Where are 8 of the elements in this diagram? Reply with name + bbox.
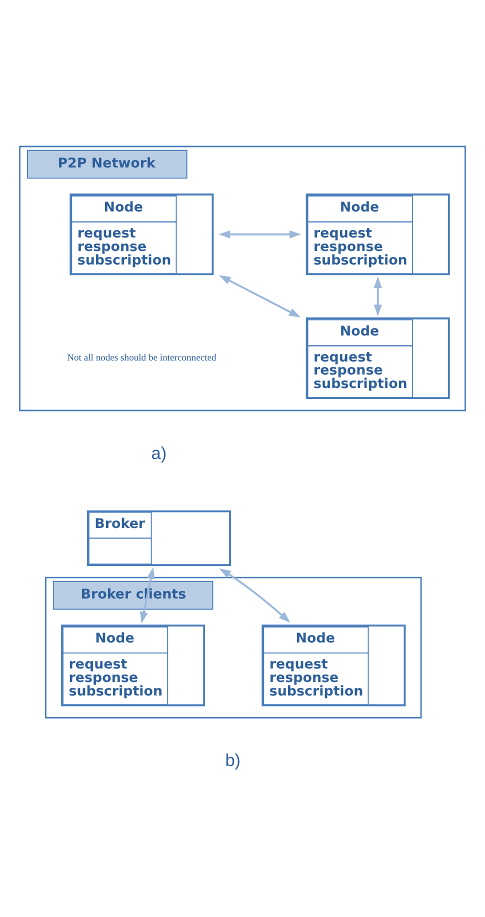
label: b) bbox=[225, 750, 241, 770]
label: a) bbox=[151, 442, 167, 462]
arrow bbox=[374, 276, 382, 316]
arrow bbox=[219, 274, 301, 317]
arrow bbox=[218, 230, 302, 238]
label: Not all nodes should be interconnected bbox=[67, 352, 216, 364]
arrow bbox=[140, 566, 155, 623]
arrow bbox=[219, 568, 290, 622]
